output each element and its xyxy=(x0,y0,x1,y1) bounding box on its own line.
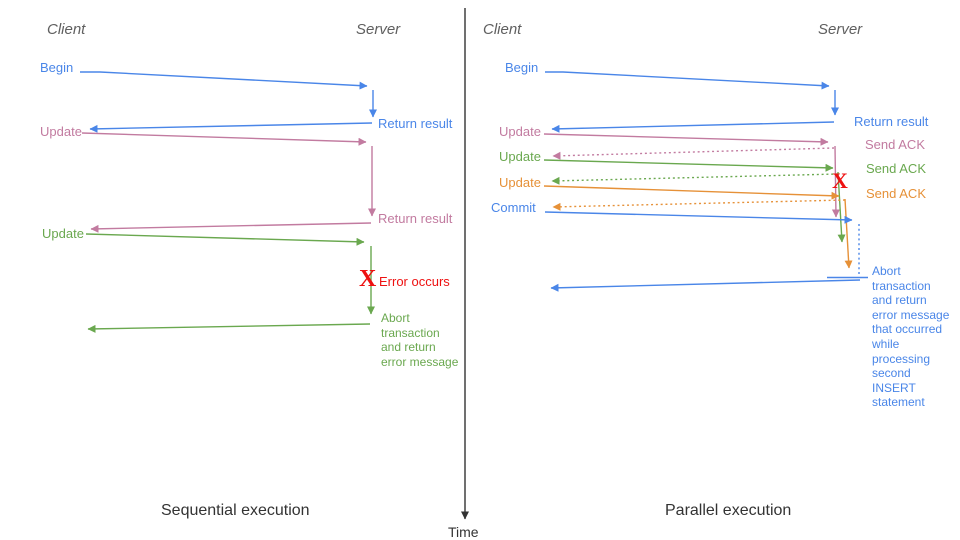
seq-error-occurs-label: Error occurs xyxy=(379,274,450,289)
par-send-ack-3-label: Send ACK xyxy=(866,186,926,201)
sequential-title: Sequential execution xyxy=(161,502,310,519)
seq-update2-request-line xyxy=(85,233,365,246)
par-update-2-label: Update xyxy=(499,149,541,164)
par-server-label: Server xyxy=(818,21,863,38)
seq-update-2-label: Update xyxy=(42,226,84,241)
par-update1-request-line xyxy=(543,133,829,146)
par-commit-request-line xyxy=(544,211,853,224)
par-update3-request-line xyxy=(543,185,840,200)
seq-return1-line xyxy=(89,122,373,133)
seq-error-x-icon: X xyxy=(359,266,377,292)
seq-begin-request-line xyxy=(80,71,368,90)
par-return1-line xyxy=(551,121,835,133)
par-error-x-icon: X xyxy=(832,168,848,193)
par-begin-request-line xyxy=(545,71,830,90)
time-axis-label: Time xyxy=(448,524,479,540)
par-update2-request-line xyxy=(543,159,834,172)
par-update-3-label: Update xyxy=(499,175,541,190)
par-update-1-label: Update xyxy=(499,124,541,139)
par-abort-note: Abort transaction and return error messa… xyxy=(872,264,950,410)
seq-return2-line xyxy=(90,222,372,233)
par-abort-return-line xyxy=(550,279,861,292)
par-commit-label: Commit xyxy=(491,200,536,215)
par-ack3-line xyxy=(552,199,846,211)
parallel-arrows xyxy=(543,71,868,292)
parallel-title: Parallel execution xyxy=(665,502,792,519)
par-begin-label: Begin xyxy=(505,60,539,75)
par-send-ack-2-label: Send ACK xyxy=(866,161,926,176)
par-update1-processing-line xyxy=(831,145,840,218)
par-ack2-line xyxy=(551,173,839,185)
par-update2-processing-line xyxy=(837,171,846,243)
seq-abort-note: Abort transaction and return error messa… xyxy=(381,311,459,369)
seq-begin-label: Begin xyxy=(40,60,74,75)
par-return-result-label: Return result xyxy=(854,114,929,129)
seq-client-label: Client xyxy=(47,21,86,38)
seq-return-result-2-label: Return result xyxy=(378,211,453,226)
par-update3-processing-line xyxy=(844,198,853,269)
seq-server-label: Server xyxy=(356,21,401,38)
seq-update-1-label: Update xyxy=(40,124,82,139)
seq-update1-request-line xyxy=(81,132,367,146)
par-ack1-line xyxy=(552,147,835,160)
sequential-arrows xyxy=(80,71,377,333)
par-client-label: Client xyxy=(483,21,522,38)
seq-return-result-1-label: Return result xyxy=(378,116,453,131)
seq-abort-return-line xyxy=(87,323,371,333)
par-send-ack-1-label: Send ACK xyxy=(865,137,925,152)
